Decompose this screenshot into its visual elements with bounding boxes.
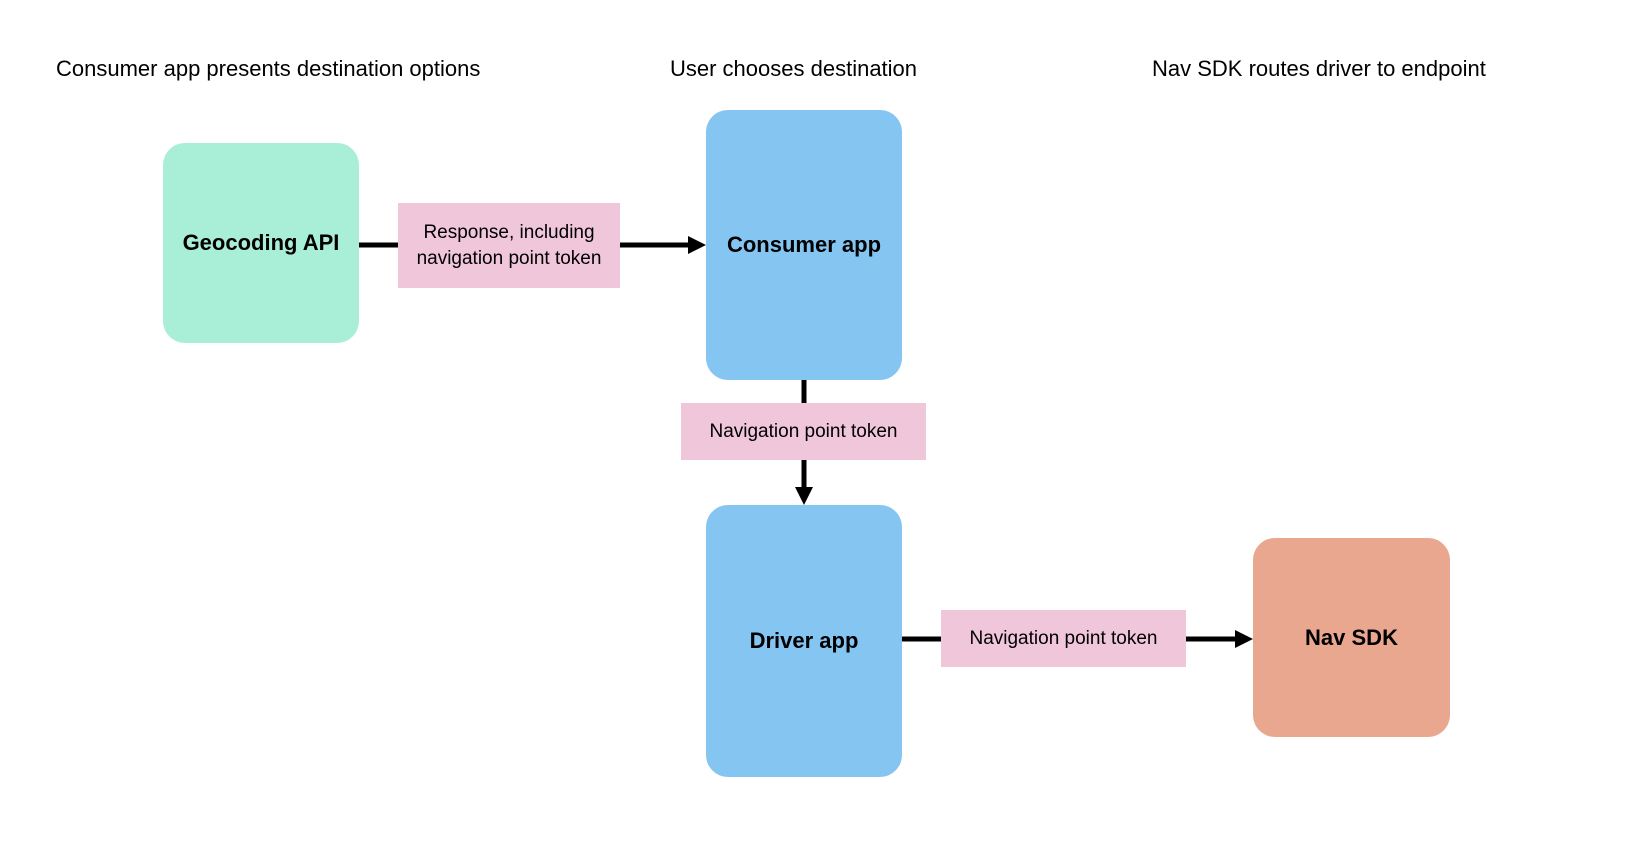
node-consumer-app-label: Consumer app xyxy=(726,232,882,257)
edge-label-navigation-point-token-consumer-to-driver: Navigation point token xyxy=(681,403,926,460)
edge-label-text: Navigation point token xyxy=(969,627,1158,649)
node-driver-app-label: Driver app xyxy=(749,628,859,653)
node-geocoding-api[interactable]: Geocoding API xyxy=(163,143,359,343)
column-heading-consumer-app: Consumer app presents destination option… xyxy=(56,56,481,81)
edge-label-text: Navigation point token xyxy=(709,420,898,442)
edge-label-response-including-navigation-point-token: Response, including navigation point tok… xyxy=(398,203,620,288)
column-heading-user-chooses: User chooses destination xyxy=(670,56,918,81)
edge-label-navigation-point-token-driver-to-navsdk: Navigation point token xyxy=(941,610,1186,667)
node-nav-sdk-label: Nav SDK xyxy=(1305,624,1398,650)
node-nav-sdk[interactable]: Nav SDK xyxy=(1253,538,1450,737)
node-consumer-app[interactable]: Consumer app xyxy=(706,110,902,380)
node-driver-app[interactable]: Driver app xyxy=(706,505,902,777)
column-heading-nav-sdk: Nav SDK routes driver to endpoint xyxy=(1152,56,1486,81)
edge-label-text: Response, including navigation point tok… xyxy=(416,221,602,269)
node-geocoding-api-label: Geocoding API xyxy=(182,230,340,255)
